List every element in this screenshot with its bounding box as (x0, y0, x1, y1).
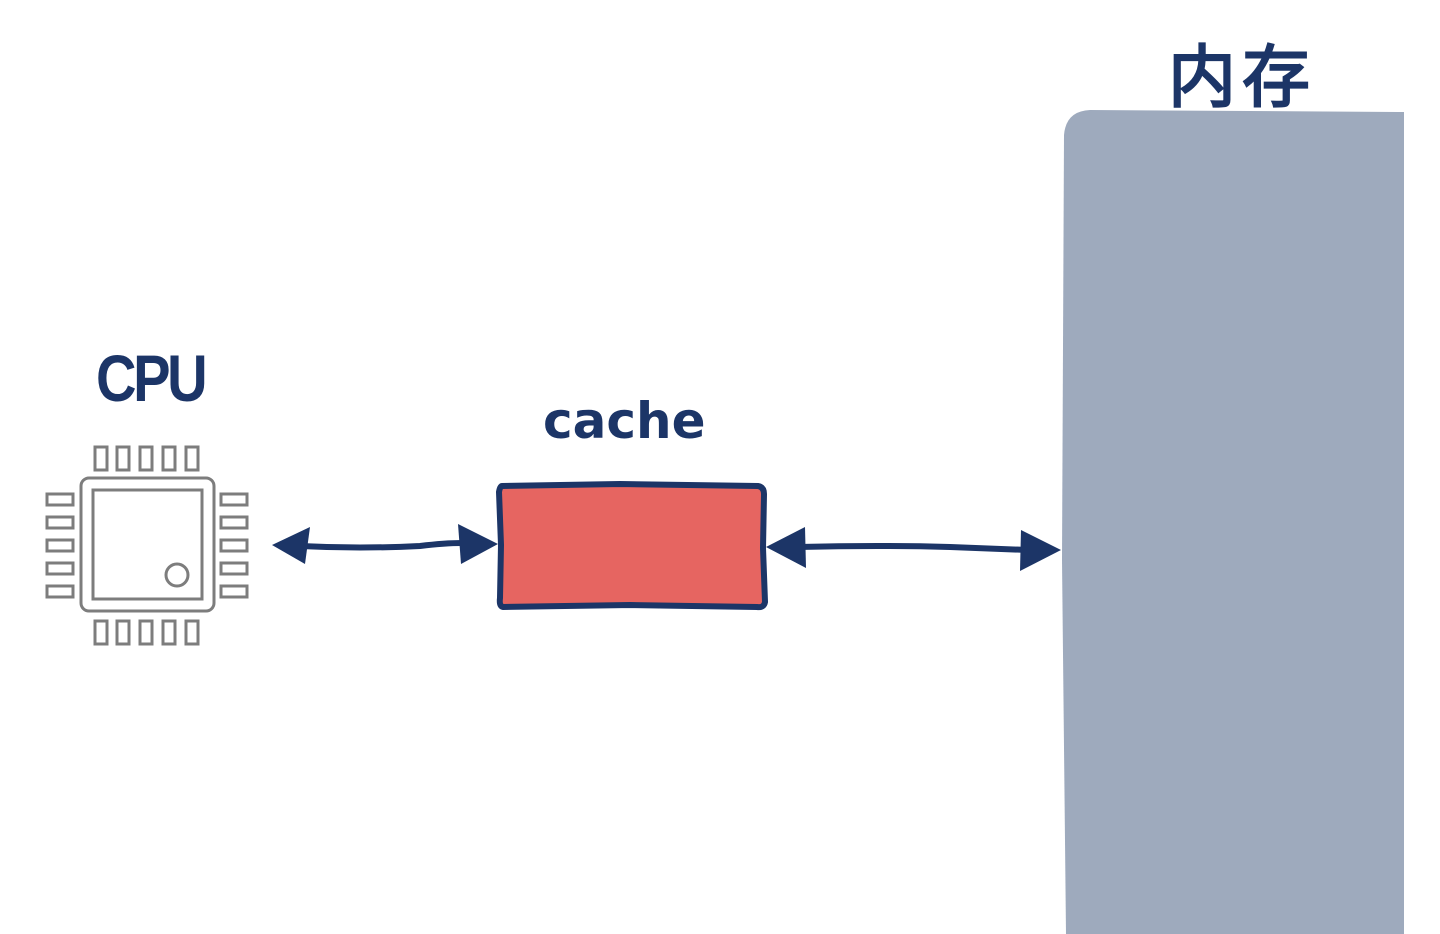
cache-block (496, 481, 768, 611)
memory-block (1062, 110, 1404, 934)
memory-label: 内存 (1168, 38, 1317, 118)
arrow-cpu-cache (272, 524, 498, 564)
arrow-cache-memory (766, 527, 1061, 571)
cpu-label: CPU (96, 341, 208, 415)
cache-label: cache (543, 392, 706, 450)
cpu-chip-icon (45, 445, 249, 646)
